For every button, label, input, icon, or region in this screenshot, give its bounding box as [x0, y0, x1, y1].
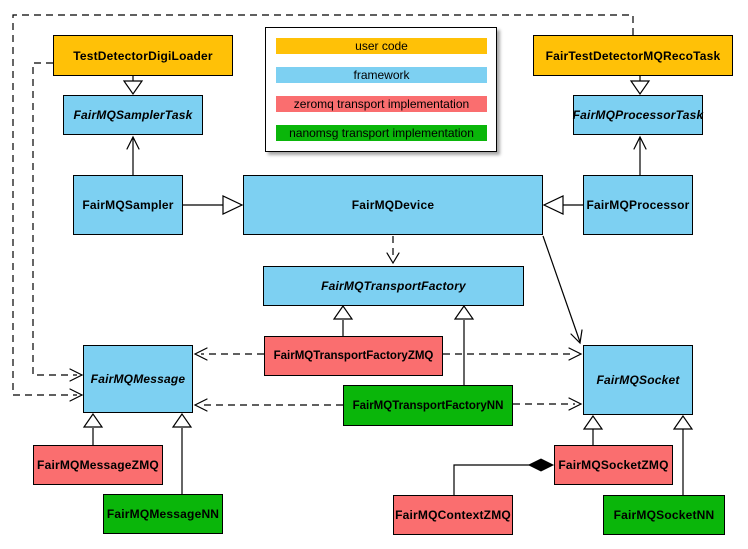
- edge-tfnn-to-transportfactory: [453, 304, 475, 385]
- node-fairmqsampler: FairMQSampler: [73, 175, 183, 235]
- node-fairmqsocketzmq: FairMQSocketZMQ: [554, 445, 673, 485]
- edge-tfzmq-to-socket: [443, 347, 583, 361]
- edge-socketzmq-to-socket: [582, 414, 604, 445]
- edge-device-to-socket: [542, 235, 583, 345]
- legend-item-user-code: user code: [276, 38, 487, 54]
- legend-item-framework: framework: [276, 67, 487, 83]
- edge-messagezmq-to-message: [82, 412, 104, 445]
- edge-sampler-to-device: [183, 195, 244, 215]
- edge-processor-to-device: [542, 195, 583, 215]
- edge-tfzmq-to-transportfactory: [332, 304, 354, 336]
- node-fairmqsocket: FairMQSocket: [583, 345, 693, 415]
- node-fairmqtransportfactory: FairMQTransportFactory: [263, 266, 524, 306]
- node-fairmqprocessortask: FairMQProcessorTask: [573, 95, 703, 135]
- node-fairmqmessagenn: FairMQMessageNN: [103, 494, 223, 534]
- node-fairmqtransportfactorynn: FairMQTransportFactoryNN: [343, 385, 513, 426]
- edge-tfzmq-to-message: [193, 347, 264, 361]
- edge-contextzmq-to-socketzmq: [453, 458, 555, 495]
- edge-messagenn-to-message: [171, 412, 193, 494]
- edge-loader-to-samplertask: [122, 76, 144, 96]
- node-testdetectordigiloader: TestDetectorDigiLoader: [53, 35, 233, 76]
- node-fairmqdevice: FairMQDevice: [243, 175, 543, 235]
- edge-device-to-transportfactory: [386, 236, 400, 265]
- edge-socketnn-to-socket: [672, 414, 694, 495]
- edge-sampler-to-samplertask: [126, 135, 140, 175]
- edge-tfnn-to-socket: [513, 397, 583, 411]
- legend-item-zeromq: zeromq transport implementation: [276, 96, 487, 112]
- legend-item-nanomsg: nanomsg transport implementation: [276, 125, 487, 141]
- node-fairmqcontextzmq: FairMQContextZMQ: [393, 495, 513, 535]
- node-fairmqmessage: FairMQMessage: [83, 345, 193, 413]
- node-fairmqmessagezmq: FairMQMessageZMQ: [33, 445, 163, 485]
- node-fairtestdetectormqrecotask: FairTestDetectorMQRecoTask: [533, 35, 733, 76]
- edge-recotask-to-message: [12, 14, 634, 402]
- node-fairmqtransportfactoryzmq: FairMQTransportFactoryZMQ: [264, 336, 443, 376]
- legend: user code framework zeromq transport imp…: [265, 27, 497, 152]
- edge-processor-to-processortask: [633, 135, 647, 175]
- edge-tfnn-to-message: [193, 398, 343, 412]
- node-fairmqsamplertask: FairMQSamplerTask: [63, 95, 203, 135]
- node-fairmqprocessor: FairMQProcessor: [583, 175, 693, 235]
- edge-recotask-to-processortask: [629, 76, 651, 96]
- node-fairmqsocketnn: FairMQSocketNN: [603, 495, 725, 535]
- edge-loader-to-message: [32, 62, 84, 382]
